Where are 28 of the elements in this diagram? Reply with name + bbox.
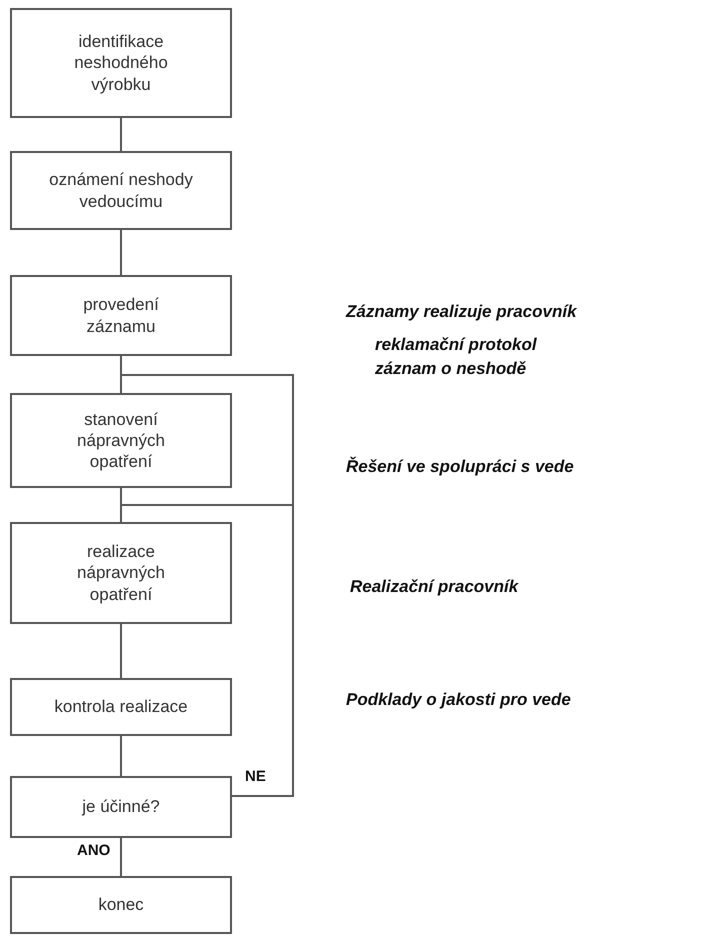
step-text: je účinné?	[80, 796, 161, 818]
note-text: reklamační protokol	[375, 335, 537, 355]
end-box	[10, 876, 232, 934]
process-box	[10, 275, 232, 356]
note-text: Záznamy realizuje pracovník	[346, 302, 577, 322]
note-text: Řešení ve spolupráci s vede	[346, 457, 574, 477]
step-text: stanovení nápravných opatření	[76, 408, 166, 472]
process-box	[10, 393, 232, 488]
note-text: záznam o neshodě	[375, 359, 526, 379]
step-text: provedení záznamu	[82, 294, 160, 337]
process-box	[10, 151, 232, 230]
step-text: oznámení neshody vedoucímu	[48, 169, 194, 212]
step-text: identifikace neshodného výrobku	[73, 31, 169, 95]
process-box	[10, 678, 232, 736]
process-box	[10, 522, 232, 624]
connector-line	[120, 624, 122, 678]
step-text: kontrola realizace	[53, 696, 189, 718]
note-text: Realizační pracovník	[350, 577, 518, 597]
connector-line	[120, 736, 122, 776]
connector-line	[120, 838, 122, 876]
step-text: konec	[97, 894, 145, 916]
connector-line	[120, 118, 122, 151]
process-box	[10, 8, 232, 118]
connector-line	[120, 230, 122, 275]
step-text: realizace nápravných opatření	[76, 541, 166, 605]
connector-line	[120, 504, 294, 797]
process-box	[10, 776, 232, 838]
note-text: Podklady o jakosti pro vede	[346, 690, 571, 710]
